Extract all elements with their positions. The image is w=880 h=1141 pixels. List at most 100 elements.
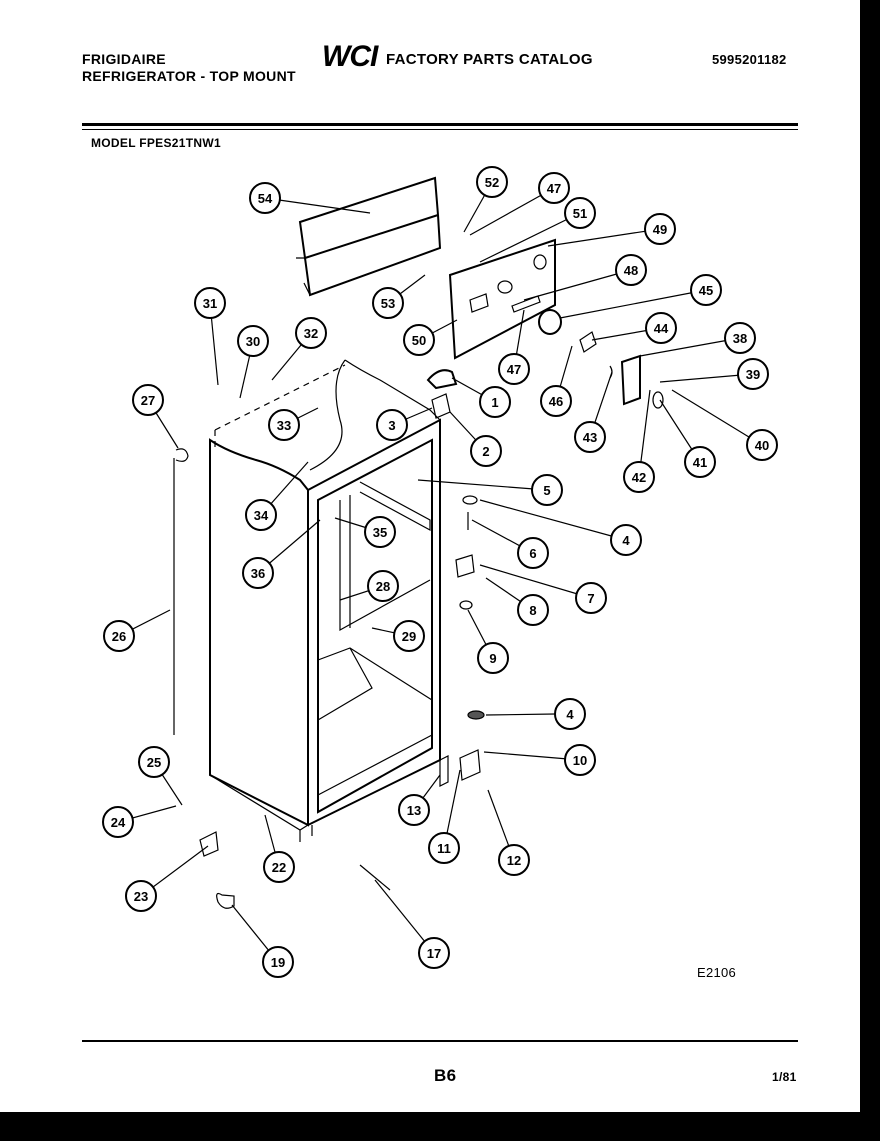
callout-circle: [367, 570, 399, 602]
cabinet-top-edge: [344, 359, 441, 421]
panel-bracket: [511, 295, 541, 313]
callout-circle: [237, 325, 269, 357]
callout-label: 8: [529, 603, 536, 618]
callout-circle: [249, 182, 281, 214]
callout-circle: [645, 312, 677, 344]
top-panel-edge: [296, 257, 311, 296]
exploded-parts-diagram: 1234456789101112131719222324252627282930…: [102, 166, 778, 978]
callout-circle: [724, 322, 756, 354]
callout-circle: [477, 642, 509, 674]
callout-circle: [242, 557, 274, 589]
leader-line: [639, 337, 741, 357]
top-panel-flange: [304, 214, 442, 297]
callout-label: 9: [489, 651, 496, 666]
washer: [459, 600, 473, 610]
callout-circle: [245, 499, 277, 531]
header-rule-thin: [82, 129, 798, 130]
callout-circle: [428, 832, 460, 864]
callout-label: 32: [304, 326, 318, 341]
control-panel: [448, 238, 556, 360]
cabinet-left-side: [209, 438, 309, 827]
callout-circle: [538, 172, 570, 204]
bottom-hinge: [459, 749, 481, 781]
callout-circle: [125, 880, 157, 912]
callout-circle: [403, 324, 435, 356]
callout-circle: [574, 421, 606, 453]
callout-label: 48: [624, 263, 638, 278]
callout-label: 35: [373, 525, 387, 540]
callout-circle: [498, 353, 530, 385]
leader-line: [547, 228, 661, 247]
cabinet-top-dashed: [214, 364, 346, 431]
callout-circle: [610, 524, 642, 556]
callout-circle: [103, 620, 135, 652]
callout-circle: [138, 746, 170, 778]
callout-circle: [690, 274, 722, 306]
callout-circle: [531, 474, 563, 506]
page-number: B6: [434, 1066, 457, 1085]
freezer-floor: [317, 647, 433, 701]
hinge-shim: [439, 755, 449, 787]
callout-label: 4: [622, 533, 630, 548]
product-type: REFRIGERATOR - TOP MOUNT: [82, 68, 296, 84]
leader-line: [671, 389, 763, 446]
callout-label: 29: [402, 629, 416, 644]
callout-label: 24: [111, 815, 126, 830]
caster: [216, 892, 235, 909]
callout-label: 45: [699, 283, 713, 298]
callout-label: 41: [693, 455, 707, 470]
callout-circle: [132, 384, 164, 416]
footer-rule: [82, 1040, 798, 1042]
callout-circle: [364, 516, 396, 548]
top-hinge: [431, 393, 451, 419]
callout-circle: [575, 582, 607, 614]
leader-line: [469, 187, 555, 236]
leveling-leg: [199, 831, 219, 857]
callout-label: 51: [573, 206, 587, 221]
center-hinge: [455, 554, 475, 578]
callout-label: 30: [246, 334, 260, 349]
callout-circle: [372, 287, 404, 319]
callout-label: 27: [141, 393, 155, 408]
leader-line: [485, 713, 556, 716]
callout-label: 6: [529, 546, 536, 561]
drain-tube: [359, 864, 391, 891]
control-bracket: [579, 331, 597, 353]
callout-label: 53: [381, 296, 395, 311]
cabinet-bottom-rail: [317, 734, 433, 796]
panel-hole: [497, 280, 513, 294]
cabinet-front-inner: [317, 438, 433, 814]
callout-label: 22: [272, 860, 286, 875]
callout-label: 44: [654, 321, 669, 336]
callout-circle: [479, 386, 511, 418]
callout-label: 38: [733, 331, 747, 346]
callout-label: 4: [566, 707, 574, 722]
callout-label: 5: [543, 483, 550, 498]
catalog-date: 1/81: [772, 1070, 797, 1084]
callout-circle: [418, 937, 450, 969]
catalog-page: FRIGIDAIRE REFRIGERATOR - TOP MOUNT WCI …: [0, 0, 860, 1112]
leader-line: [479, 212, 581, 263]
callout-label: 1: [491, 395, 498, 410]
mullion: [359, 481, 431, 532]
callout-circle: [262, 946, 294, 978]
callout-circle: [376, 409, 408, 441]
callout-label: 28: [376, 579, 390, 594]
callout-circle: [517, 594, 549, 626]
callout-label: 52: [485, 175, 499, 190]
callout-circle: [540, 385, 572, 417]
switch-lens: [652, 391, 664, 409]
callout-label: 12: [507, 853, 521, 868]
callout-label: 50: [412, 333, 426, 348]
leader-line: [479, 499, 627, 541]
callout-circle: [564, 744, 596, 776]
top-panel: [298, 176, 440, 260]
thermostat-dial: [538, 309, 562, 335]
divider-post: [339, 500, 431, 632]
callout-label: 31: [203, 296, 217, 311]
callout-label: 2: [482, 444, 489, 459]
drawing-code: E2106: [697, 965, 737, 980]
callout-circle: [644, 213, 676, 245]
switch-housing: [620, 354, 641, 406]
callout-label: 3: [388, 418, 395, 433]
